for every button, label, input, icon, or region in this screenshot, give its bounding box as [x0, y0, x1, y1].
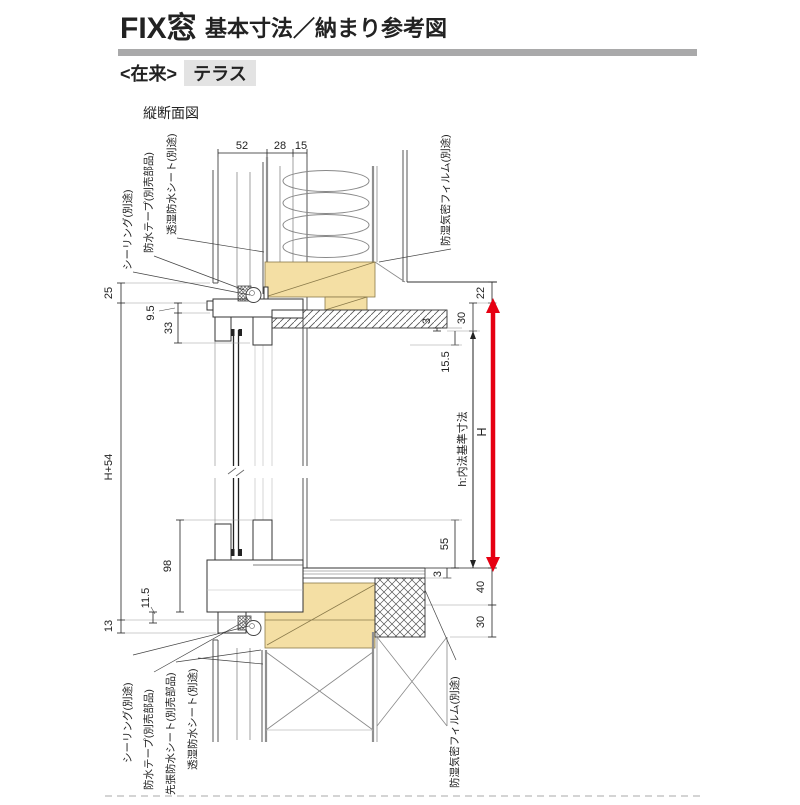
window-type-label: テラス: [193, 64, 247, 84]
callout-waterproof-tape-sill-label: 防水テープ(別売部品): [142, 689, 155, 790]
dim-25: 25: [103, 287, 115, 299]
callout-vapor-film-sill: 防湿気密フィルム(別途): [424, 589, 461, 788]
height-break: [196, 466, 411, 478]
callout-waterproof-tape-head: 防水テープ(別売部品): [142, 152, 245, 291]
dim-55: 55: [439, 538, 451, 550]
lintel-wood-blocks: [264, 261, 376, 311]
callout-breathable-sheet-sill-label: 透湿防水シート(別途): [186, 669, 199, 771]
dim-13: 13: [103, 620, 115, 632]
callout-vapor-film-head: 防湿気密フィルム(別途): [378, 134, 452, 263]
dim-H-label: H: [475, 427, 489, 436]
glazing-gasket: [238, 549, 242, 556]
callout-sealing-sill-label: シーリング(別途): [121, 683, 134, 764]
callout-waterproof-tape-head-label: 防水テープ(別売部品): [142, 152, 155, 253]
dim-3-top: 3: [421, 318, 433, 324]
title-underline-bar: [118, 49, 697, 56]
dim-left-head-group: 9.5 33: [145, 302, 250, 344]
page-title: FIX窓: [120, 11, 197, 45]
floor-insulation-block: [374, 577, 426, 638]
drawing-title: 縦断面図: [143, 105, 199, 121]
dimensions: 52 28 15 25 H+54 13: [103, 140, 497, 638]
insulation-batt-top: [282, 170, 370, 258]
glazing-gasket: [238, 329, 242, 336]
dim-height-reference: h:内法基準寸法: [455, 331, 476, 568]
dim-28: 28: [274, 140, 286, 152]
header: FIX窓 基本寸法／納まり参考図 <在来> テラス 縦断面図: [118, 11, 697, 121]
dim-98: 98: [162, 560, 174, 572]
callout-vapor-film-head-label: 防湿気密フィルム(別途): [439, 134, 452, 246]
callout-sealing-sill: シーリング(別途): [121, 625, 250, 764]
framing-cross-marks: [265, 636, 448, 731]
glazing-gasket: [231, 549, 235, 556]
dim-h-inner-reference: h:内法基準寸法: [455, 411, 469, 486]
sill-substructure: [264, 567, 426, 649]
dim-30-bottom: 30: [475, 616, 487, 628]
flooring-boards: [288, 567, 426, 579]
dim-3-bottom: 3: [432, 571, 444, 577]
dim-33: 33: [163, 322, 175, 334]
dim-right-top-group: 22 30 3 15.5: [410, 281, 497, 373]
callout-sealing-head-label: シーリング(別途): [121, 190, 134, 271]
construction-method-label: <在来>: [120, 63, 177, 84]
window-frame-head: [206, 286, 304, 346]
callouts: シーリング(別途) 防水テープ(別売部品) 透湿防水シート(別途) 防湿気密フィ…: [121, 134, 461, 796]
callout-waterproof-tape-sill: 防水テープ(別売部品): [142, 620, 246, 790]
glazing-gasket: [231, 329, 235, 336]
dim-top-group: 52 28 15: [217, 140, 308, 157]
callout-breathable-sheet-sill: 透湿防水シート(別途): [186, 657, 264, 771]
drawing-vertical-section: 52 28 15 25 H+54 13: [103, 134, 700, 797]
page-subtitle: 基本寸法／納まり参考図: [205, 16, 447, 41]
dim-22: 22: [475, 287, 487, 299]
dim-left-group: 25 H+54 13: [103, 282, 236, 634]
dim-15: 15: [295, 140, 307, 152]
window-type-chip: [184, 60, 256, 86]
callout-pre-waterproof-sheet-sill: 先張防水シート(別売部品): [164, 649, 262, 796]
dim-right-bottom-group: 55 3 40 30: [330, 519, 497, 638]
callout-breathable-sheet-head-label: 透湿防水シート(別途): [165, 134, 178, 236]
callout-sealing-head: シーリング(別途): [121, 190, 251, 296]
dim-9-5: 9.5: [145, 305, 157, 320]
wall-section-bottom: [212, 632, 448, 742]
dim-h-plus-54: H+54: [103, 454, 115, 481]
sealant-head: [237, 285, 262, 303]
callout-breathable-sheet-head: 透湿防水シート(別途): [165, 134, 265, 253]
dim-15-5: 15.5: [440, 351, 452, 372]
height-arrow-red: H: [475, 298, 500, 572]
callout-vapor-film-sill-label: 防湿気密フィルム(別途): [448, 676, 461, 788]
callout-pre-waterproof-sheet-sill-label: 先張防水シート(別売部品): [164, 673, 177, 796]
dim-30-top: 30: [456, 312, 468, 324]
glazing: [214, 318, 308, 612]
dim-left-sill-group: 98 11.5: [140, 519, 253, 624]
dim-52: 52: [236, 140, 248, 152]
dim-40: 40: [475, 581, 487, 593]
dim-11-5: 11.5: [140, 588, 152, 609]
